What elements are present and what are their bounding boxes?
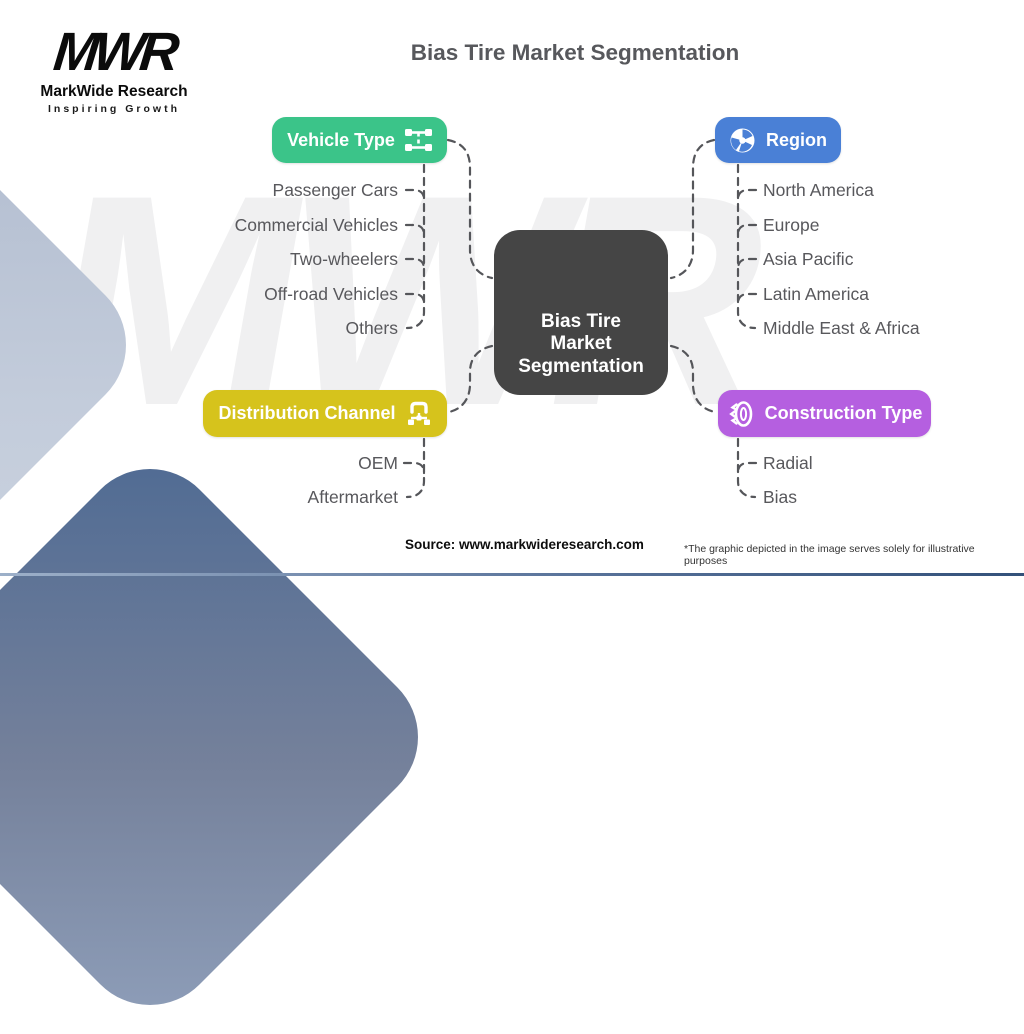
leaf-others[interactable]: Others: [345, 318, 398, 338]
connector-lines: [402, 138, 758, 499]
logo-tagline: Inspiring Growth: [48, 102, 180, 115]
leaf-radial[interactable]: Radial: [763, 453, 813, 473]
disclaimer-note: *The graphic depicted in the image serve…: [684, 543, 975, 567]
leaf-off-road-vehicles[interactable]: Off-road Vehicles: [264, 284, 398, 304]
source-note: Source: www.markwideresearch.com: [405, 537, 644, 552]
branch-badge-vehicle-type[interactable]: Vehicle Type: [272, 117, 447, 163]
leaf-aftermarket[interactable]: Aftermarket: [307, 487, 398, 507]
store-network-icon: [406, 401, 432, 427]
leaf-commercial-vehicles[interactable]: Commercial Vehicles: [234, 215, 398, 235]
leaf-latin-america[interactable]: Latin America: [763, 284, 870, 304]
central-node-line: Market: [550, 333, 612, 355]
brand-logo: MWR MarkWide Research Inspiring Growth: [28, 22, 200, 115]
branch-badge-label: Distribution Channel: [218, 403, 396, 423]
central-node-line: Segmentation: [518, 356, 644, 378]
bottom-accent-bar: [0, 573, 1024, 576]
logo-monogram: MWR: [50, 22, 178, 82]
leaf-passenger-cars[interactable]: Passenger Cars: [272, 180, 398, 200]
leaf-north-america[interactable]: North America: [763, 180, 874, 200]
central-node-line: Bias Tire: [541, 310, 621, 332]
branch-badge-construction-type[interactable]: Construction Type: [718, 390, 931, 437]
page-title: Bias Tire Market Segmentation: [410, 40, 740, 65]
chassis-icon: [404, 127, 432, 153]
leaf-asia-pacific[interactable]: Asia Pacific: [763, 249, 854, 269]
leaf-middle-east-africa[interactable]: Middle East & Africa: [763, 318, 920, 338]
branch-badge-label: Construction Type: [764, 403, 923, 423]
leaf-two-wheelers[interactable]: Two-wheelers: [290, 249, 398, 269]
branch-badge-distribution-channel[interactable]: Distribution Channel: [203, 390, 447, 437]
central-node[interactable]: Bias Tire Market Segmentation: [494, 230, 668, 395]
logo-name: MarkWide Research: [40, 82, 188, 100]
leaf-bias[interactable]: Bias: [763, 487, 798, 507]
globe-icon: [729, 127, 756, 154]
leaf-europe[interactable]: Europe: [763, 215, 820, 235]
tire-icon: [727, 400, 755, 428]
branch-badge-region[interactable]: Region: [715, 117, 841, 163]
leaf-oem[interactable]: OEM: [358, 453, 398, 473]
branch-badge-label: Vehicle Type: [287, 129, 395, 150]
branch-badge-label: Region: [766, 129, 827, 150]
